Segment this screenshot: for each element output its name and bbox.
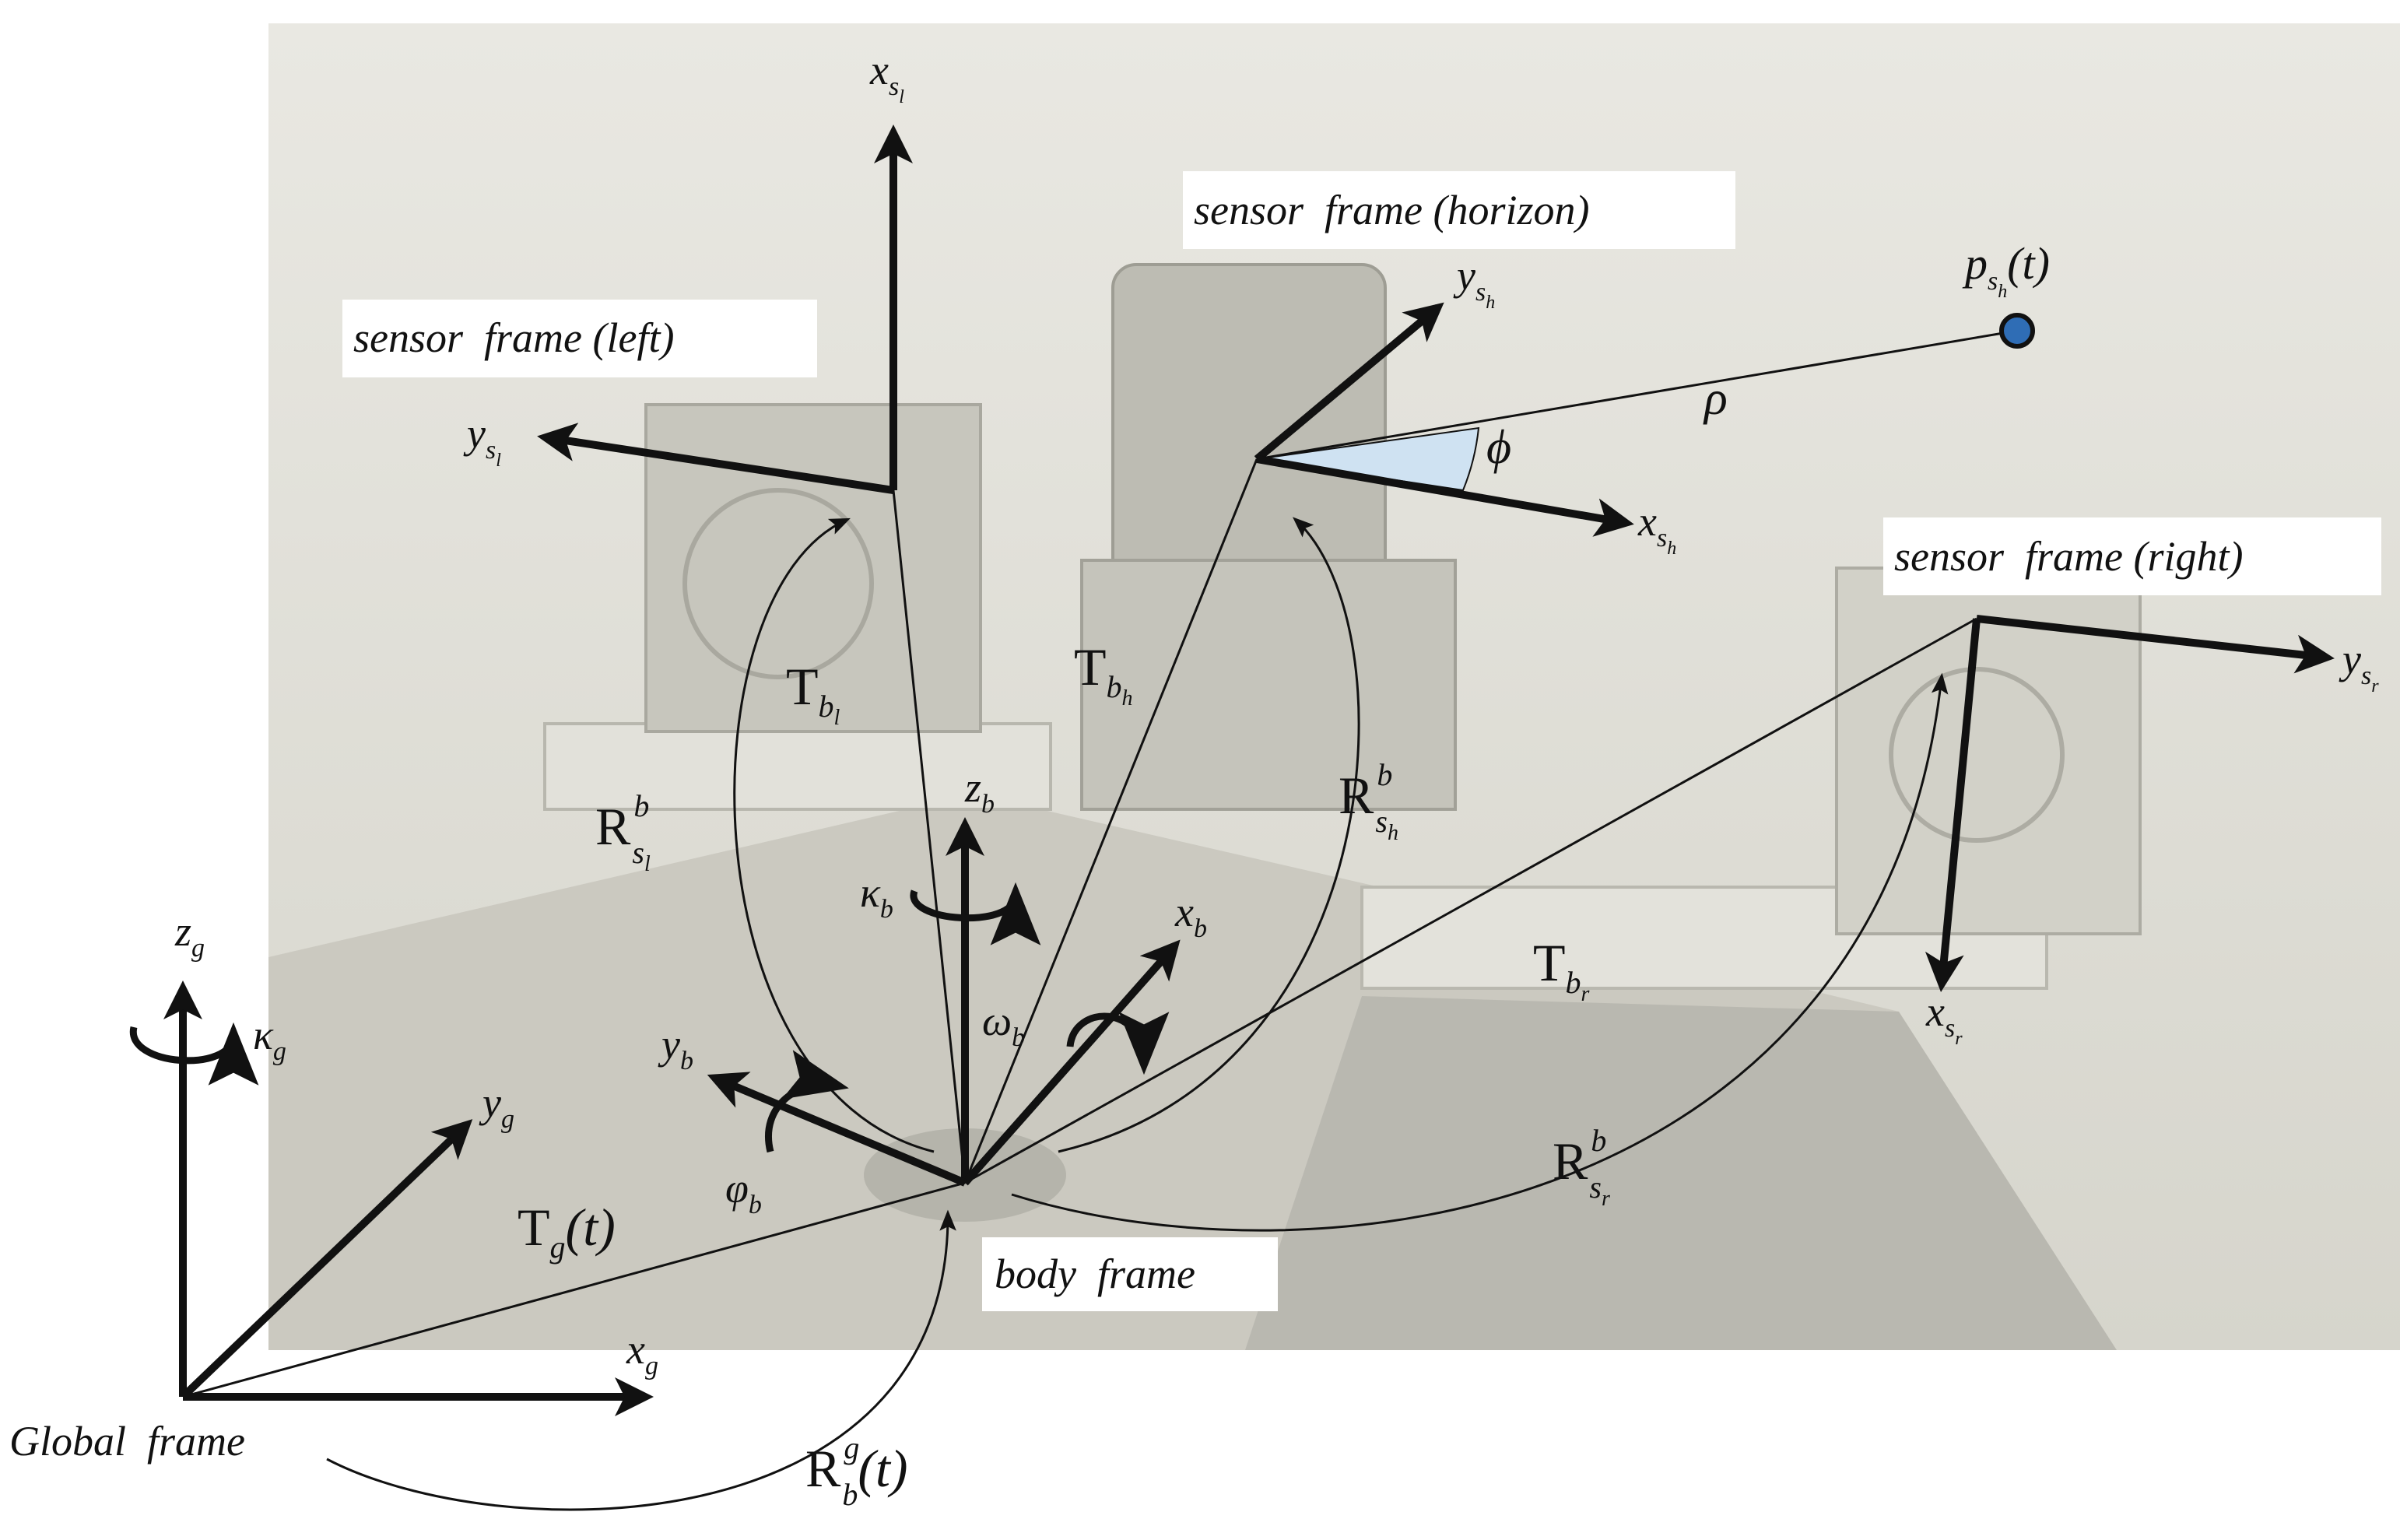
T-bh-line [963,458,1258,1184]
y-sl-label: ysl [463,410,501,471]
phi-angle-wedge [1256,426,1480,492]
T-bh-label: Tbh [1074,637,1133,710]
sensor-left-label-box [342,300,817,377]
y-sh-label: ysh [1453,252,1495,313]
x-sr-axis [1925,618,1981,992]
horizon-sensor-body [1111,263,1387,609]
z-b-label: zb [964,764,995,819]
y-sr-axis [1976,615,2335,674]
sensor-right-label: sensor frame (right) [1894,533,2243,580]
y-g-axis [180,1119,473,1400]
y-g-label: yg [479,1079,514,1134]
y-sl-axis [537,423,894,494]
omega-b-label: ωb [982,998,1025,1052]
x-sl-label: xsl [869,47,904,107]
R-sr-arc [1011,672,1949,1232]
rho-label: ρ [1703,372,1728,425]
y-sr-label: ysr [2339,636,2379,696]
phi-label: ϕ [1486,421,1511,474]
R-b-g-arc [326,1209,956,1511]
breadboard-plate [1245,996,2117,1350]
phi-b-label: φb [725,1165,762,1219]
kappa-g-label: κg [253,1012,286,1066]
kappa-b-indicator [910,882,1041,945]
sensor-right-label-box [1883,517,2381,595]
transform-lines [182,329,2018,1398]
T-bl-line [892,489,967,1184]
x-sr-label: xsr [1925,988,1963,1049]
z-g-label: zg [174,908,205,963]
x-sh-axis [1256,455,1634,537]
T-br-line [964,617,1977,1184]
right-sensor-window [1889,667,2065,843]
T-br-label: Tbr [1533,933,1590,1006]
body-frame-label: body frame [995,1251,1195,1297]
y-b-label: yb [658,1021,693,1075]
frame-axes [163,125,2335,1416]
x-g-label: xg [626,1326,658,1380]
y-b-axis [707,1072,967,1187]
T-g-line [182,1181,966,1398]
point-label: psh(t) [1962,238,2050,302]
body-label-box [982,1237,1278,1311]
left-sensor-body [644,403,982,733]
x-b-label: xb [1174,889,1207,943]
T-g-label: Tg(t) [518,1198,616,1265]
phi-b-indicator [765,1050,849,1153]
rotation-indicators [129,882,1170,1153]
R-sh-arc [1058,517,1360,1153]
x-sh-label: xsh [1637,498,1676,559]
point-marker [1999,313,2035,349]
global-frame-label: Global frame [9,1418,245,1465]
kappa-g-indicator [129,1022,259,1086]
y-sh-axis [1254,302,1444,462]
kappa-b-label: κb [860,869,893,924]
left-sensor-window [682,488,874,679]
horizon-sensor-base [1080,559,1457,811]
sensor-horizon-label-box [1183,171,1735,249]
left-mount-plate [543,722,1052,811]
T-bl-label: Tbl [786,657,840,730]
rho-ray [1256,329,2018,461]
x-b-axis [962,939,1181,1186]
sensor-horizon-label: sensor frame (horizon) [1194,187,1590,233]
omega-b-indicator [1066,1012,1170,1075]
sensor-left-label: sensor frame (left) [353,314,674,361]
